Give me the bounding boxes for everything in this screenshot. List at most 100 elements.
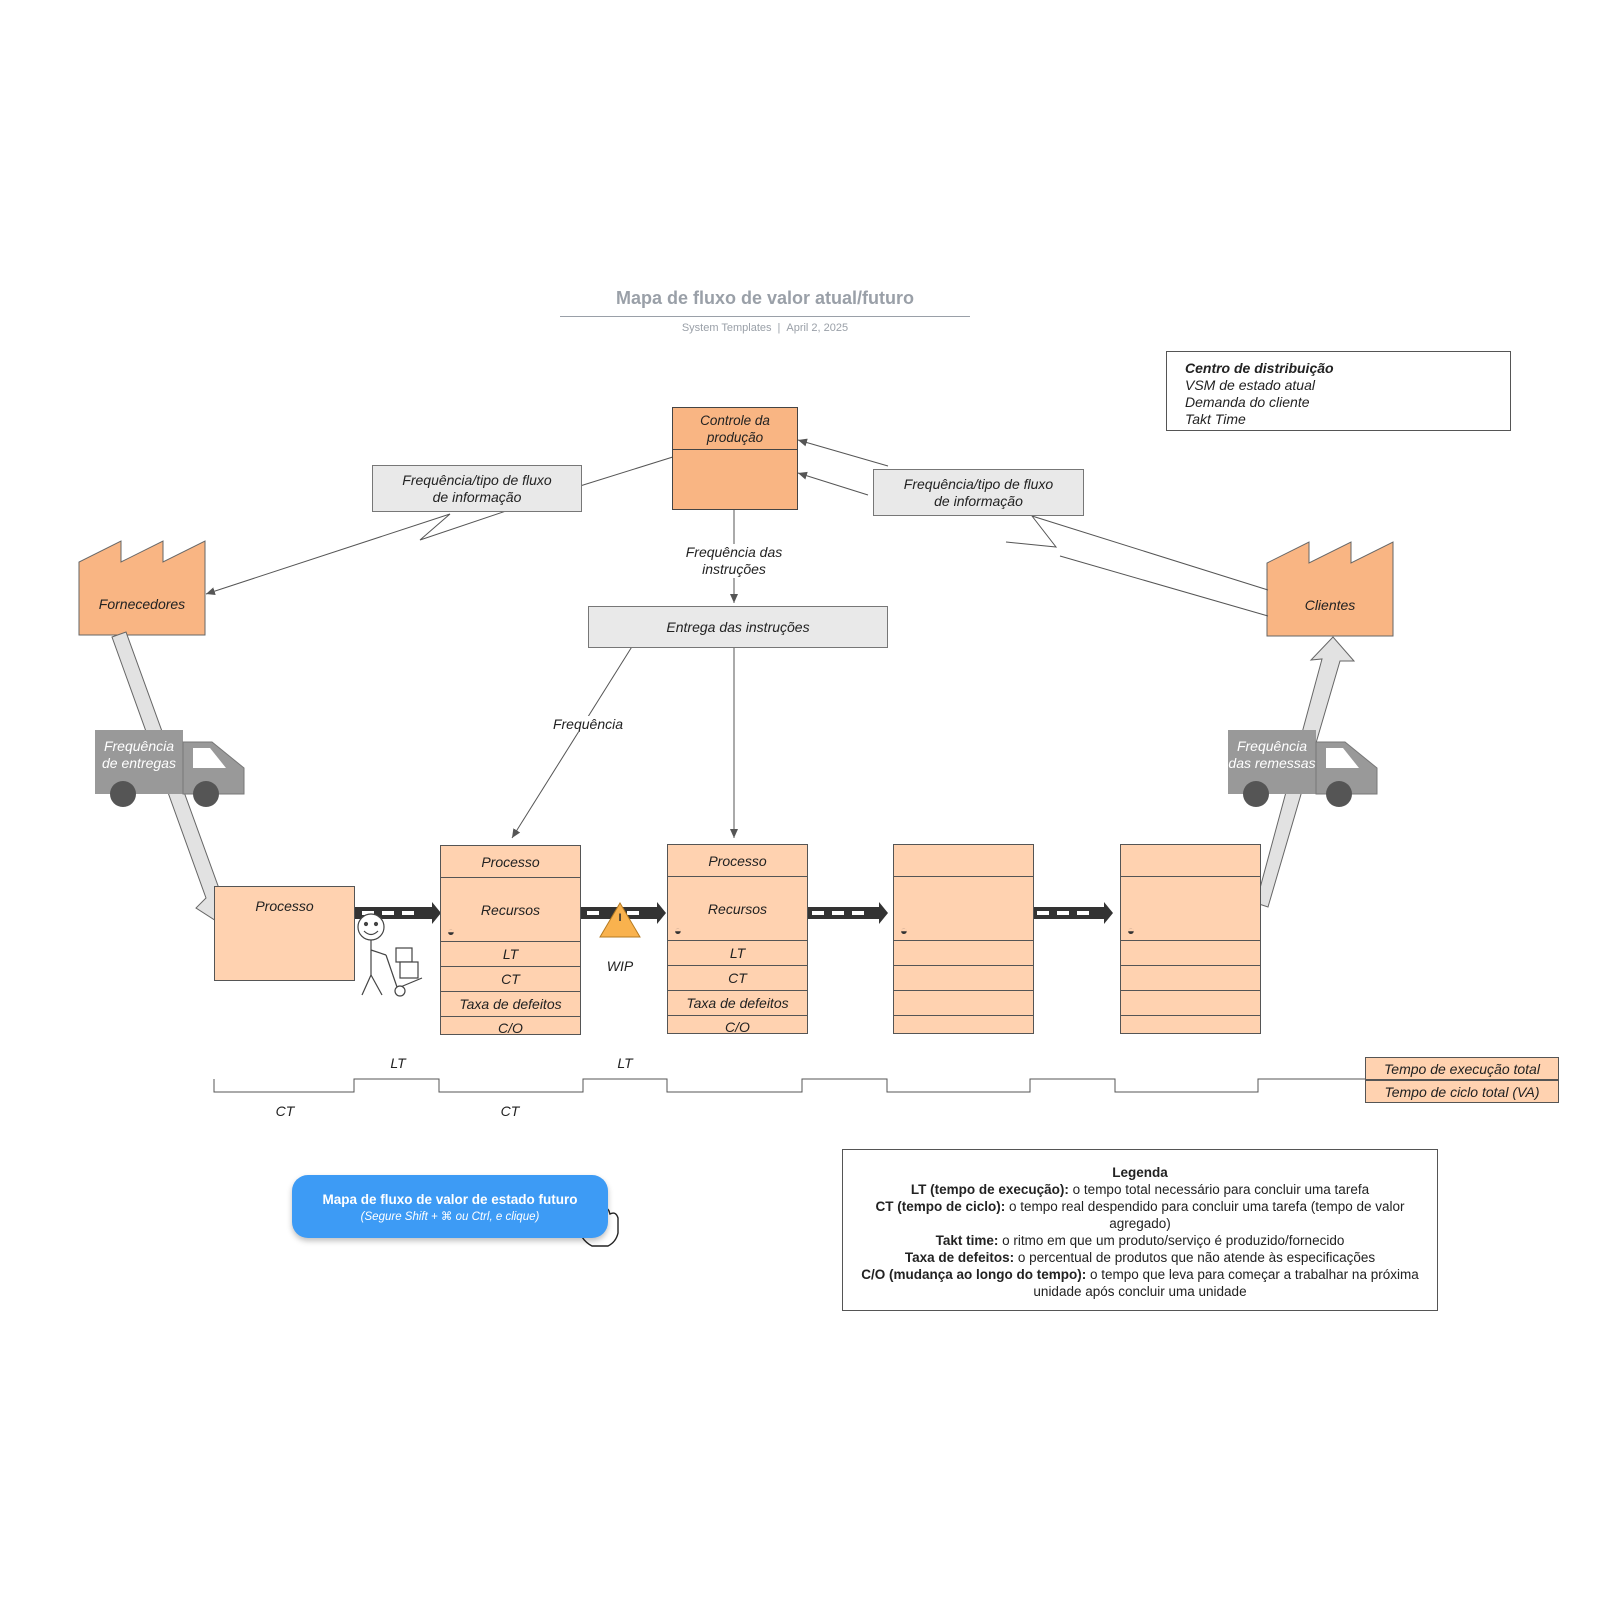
frequency-label: Frequência (540, 716, 636, 732)
timeline-ladder (213, 1078, 1365, 1093)
supplier-factory-shape (78, 540, 206, 636)
legend-term: LT (tempo de execução): (910, 1182, 1069, 1197)
timeline-lt-label: LT (390, 1055, 406, 1071)
total-cycle-time-box[interactable]: Tempo de ciclo total (VA) (1365, 1080, 1559, 1103)
process-box-3[interactable]: ◒ (893, 844, 1034, 1034)
legend-item: C/O (mudança ao longo do tempo): o tempo… (849, 1266, 1431, 1300)
electronic-flow-right-2b (797, 438, 889, 467)
electronic-flow-right-1 (1005, 515, 1269, 591)
page-title: Mapa de fluxo de valor atual/futuro (615, 288, 915, 308)
timeline-lt-label: LT (617, 1055, 633, 1071)
electronic-flow-right-2 (1059, 555, 1269, 617)
process-ct: CT (441, 967, 580, 992)
future-state-link-button[interactable]: Mapa de fluxo de valor de estado futuro … (292, 1175, 608, 1238)
timeline-ct-label: CT (500, 1103, 520, 1119)
production-control-label: Controle da produção (673, 408, 797, 450)
operator-icon: ◒ (900, 923, 908, 938)
template-source: System Templates (681, 322, 772, 334)
process-co: C/O (725, 1019, 750, 1035)
process-co (1121, 1016, 1260, 1038)
process-resources: ◒ (894, 877, 1033, 941)
resources-label: Recursos (480, 901, 541, 918)
process-lt (894, 941, 1033, 966)
info-flow-left-box[interactable]: Frequência/tipo de fluxo de informação (372, 465, 582, 512)
legend-box: Legenda LT (tempo de execução): o tempo … (842, 1149, 1438, 1311)
legend-text: o tempo que leva para começar a trabalha… (1033, 1267, 1419, 1299)
legend-text: o percentual de produtos que não atende … (1014, 1250, 1376, 1265)
electronic-flow-left (579, 455, 677, 487)
operator-icon: ◒ (1127, 923, 1135, 938)
process-ct (894, 966, 1033, 991)
instruction-delivery-label: Entrega das instruções (666, 618, 810, 635)
supplier-label: Fornecedores (98, 596, 186, 612)
process-box-4[interactable]: ◒ (1120, 844, 1261, 1034)
future-state-button-label: Mapa de fluxo de valor de estado futuro (322, 1192, 578, 1207)
truck-left-shape (95, 730, 245, 807)
title-divider (560, 316, 970, 317)
process-box-2[interactable]: Processo Recursos ◒ LT CT Taxa de defeito… (667, 844, 808, 1035)
process-ct: CT (668, 966, 807, 991)
first-process-title: Processo (255, 897, 314, 914)
total-lead-time-box[interactable]: Tempo de execução total (1365, 1057, 1559, 1080)
legend-term: Takt time: (935, 1233, 999, 1248)
truck-right-shape (1228, 730, 1378, 807)
distribution-center-box[interactable]: Centro de distribuição VSM de estado atu… (1166, 351, 1511, 431)
customer-factory-shape (1266, 541, 1394, 637)
customer-label: Clientes (1304, 597, 1356, 613)
wip-label: WIP (606, 958, 634, 974)
electronic-flow-right-1b (797, 471, 869, 496)
process-defects: Taxa de defeitos (668, 991, 807, 1016)
info-box-line: Demanda do cliente (1185, 394, 1310, 410)
legend-term: CT (tempo de ciclo): (875, 1199, 1006, 1214)
process-defects (1121, 991, 1260, 1016)
wip-triangle (599, 902, 641, 938)
instruction-frequency-label: Frequência das instruções (674, 544, 794, 578)
shipment-frequency-label: Frequência das remessas (1228, 738, 1316, 771)
delivery-to-process1-line (511, 644, 634, 839)
delivery-frequency-label: Frequência de entregas (102, 738, 176, 771)
operator-icon: ◒ (674, 923, 682, 938)
process-resources: Recursos◒ (441, 878, 580, 942)
production-control-box[interactable]: Controle da produção (672, 407, 798, 510)
operator-figure (357, 913, 423, 997)
process-title: Processo (441, 846, 580, 878)
process-lt: LT (441, 942, 580, 967)
process-resources: ◒ (1121, 877, 1260, 941)
push-arrow-4 (1030, 902, 1113, 924)
legend-item: CT (tempo de ciclo): o tempo real despen… (849, 1198, 1431, 1232)
info-box-heading: Centro de distribuição (1185, 360, 1334, 376)
info-box-line: VSM de estado atual (1185, 377, 1315, 393)
timeline-ct-label: CT (275, 1103, 295, 1119)
wip-symbol: I (618, 912, 622, 924)
first-process-box[interactable]: Processo (214, 886, 355, 981)
info-flow-left-label: Frequência/tipo de fluxo de informação (402, 471, 552, 505)
future-state-button-hint: (Segure Shift + ⌘ ou Ctrl, e clique) (360, 1211, 540, 1223)
legend-item: Takt time: o ritmo em que um produto/ser… (849, 1232, 1431, 1249)
electronic-flow-left-zigzag (205, 508, 513, 595)
info-box-line: Takt Time (1185, 411, 1246, 427)
process-defects: Taxa de defeitos (441, 992, 580, 1017)
process-co: C/O (498, 1020, 523, 1036)
process-title (894, 845, 1033, 877)
process-title: Processo (668, 845, 807, 877)
legend-text: o tempo real despendido para concluir um… (1005, 1199, 1405, 1231)
resources-label: Recursos (707, 900, 768, 917)
legend-text: o ritmo em que um produto/serviço é prod… (998, 1233, 1345, 1248)
push-arrow-3 (805, 902, 888, 924)
process-resources: Recursos ◒ (668, 877, 807, 941)
subtitle-separator: | (777, 322, 781, 334)
legend-item: LT (tempo de execução): o tempo total ne… (849, 1181, 1431, 1198)
instruction-delivery-box[interactable]: Entrega das instruções (588, 606, 888, 648)
info-flow-right-box[interactable]: Frequência/tipo de fluxo de informação (873, 469, 1084, 516)
process-title (1121, 845, 1260, 877)
page-subtitle: System Templates | April 2, 2025 (560, 322, 970, 334)
info-flow-right-label: Frequência/tipo de fluxo de informação (903, 475, 1054, 509)
process-lt (1121, 941, 1260, 966)
legend-text: o tempo total necessário para concluir u… (1068, 1182, 1370, 1197)
template-date: April 2, 2025 (786, 322, 849, 334)
process-lt: LT (668, 941, 807, 966)
process-defects (894, 991, 1033, 1016)
process-ct (1121, 966, 1260, 991)
process-box-1[interactable]: Processo Recursos◒ LT CT Taxa de defeito… (440, 845, 581, 1036)
legend-term: C/O (mudança ao longo do tempo): (861, 1267, 1087, 1282)
